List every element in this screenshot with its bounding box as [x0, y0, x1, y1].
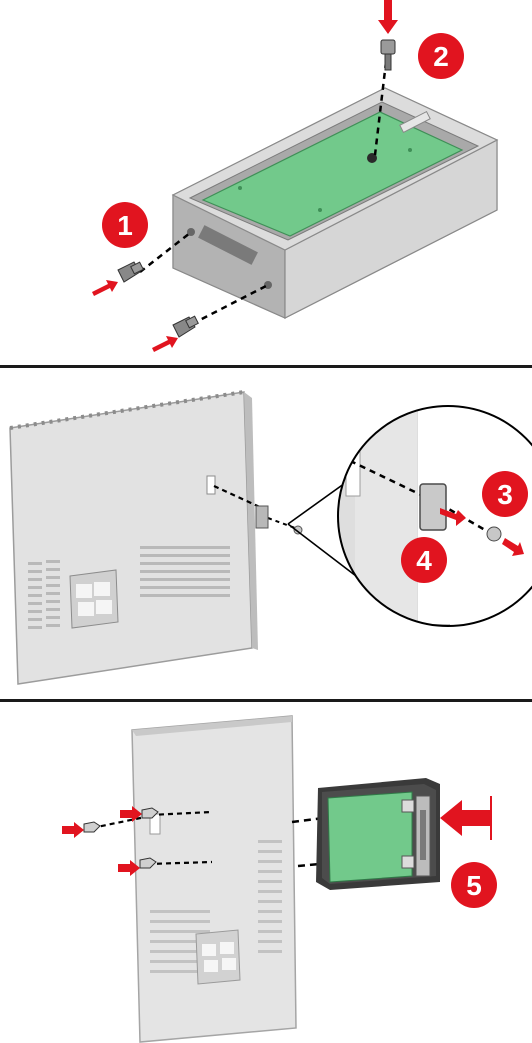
- arrow-icon: [62, 822, 84, 838]
- hard-disk-module: [316, 778, 440, 890]
- arrow-icon: [92, 280, 118, 296]
- step-badge-4: 4: [401, 537, 447, 583]
- arrow-icon: [152, 336, 178, 352]
- step-badge-1: 1: [102, 202, 148, 248]
- screw-icon: [84, 822, 100, 832]
- screw-icon: [118, 262, 143, 282]
- assembly-illustration-bottom: 5: [0, 700, 532, 1043]
- svg-text:4: 4: [416, 545, 432, 576]
- svg-text:2: 2: [433, 41, 449, 72]
- bracket-icon: [256, 506, 268, 528]
- assembly-illustration-middle: 3 4: [0, 366, 532, 700]
- screw-icon: [381, 40, 395, 70]
- insert-arrow-icon: [440, 796, 492, 840]
- step-panel-3-4: 3 4: [0, 366, 532, 700]
- bracket-icon: [420, 484, 446, 530]
- step-badge-5: 5: [451, 862, 497, 908]
- controller-board-shield: [10, 392, 258, 684]
- step-badge-3: 3: [482, 471, 528, 517]
- svg-text:1: 1: [117, 210, 133, 241]
- screw-icon: [173, 316, 198, 337]
- step-panel-5: 5: [0, 700, 532, 1043]
- arrow-icon: [378, 0, 398, 34]
- svg-text:3: 3: [497, 479, 513, 510]
- screw-icon: [487, 527, 501, 541]
- step-panel-1-2: 1 2: [0, 0, 532, 366]
- svg-text:5: 5: [466, 870, 482, 901]
- step-badge-2: 2: [418, 33, 464, 79]
- zoom-detail-view: [338, 406, 532, 646]
- assembly-illustration-top: 1 2: [0, 0, 532, 366]
- controller-board-shield: [132, 716, 296, 1042]
